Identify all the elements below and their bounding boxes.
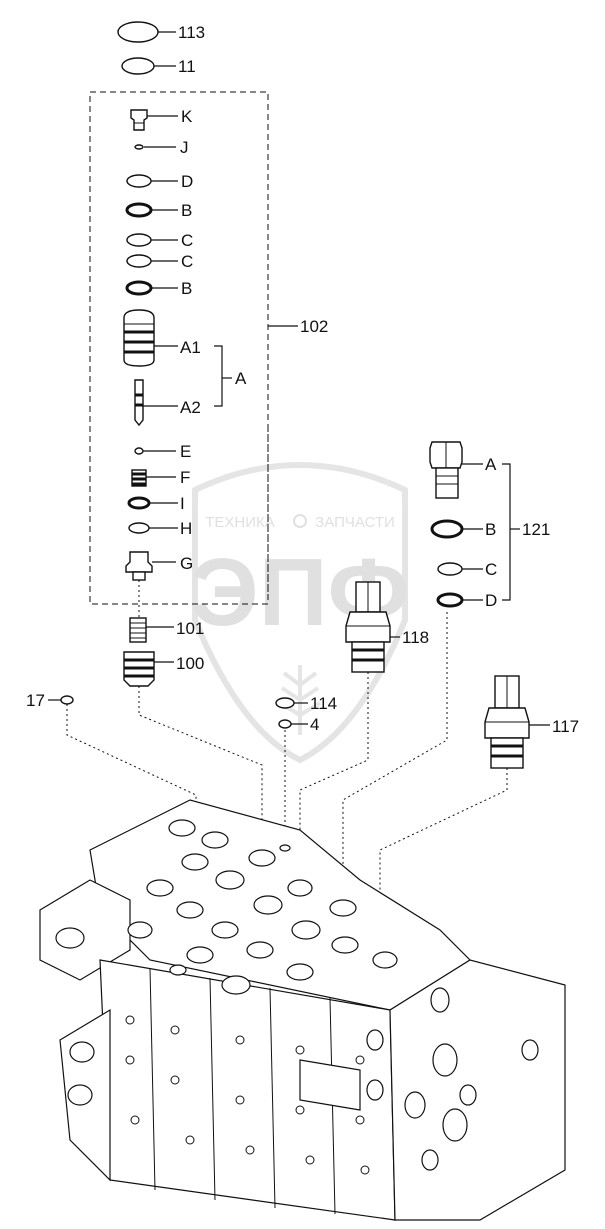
label-101: 101	[176, 619, 204, 638]
gear-icon	[293, 514, 307, 528]
label-b-lower: B	[181, 279, 192, 298]
part-a1-sleeve	[123, 309, 155, 367]
part-118-relief-valve	[345, 581, 391, 673]
label-102: 102	[300, 317, 328, 336]
oring-c-upper	[126, 233, 152, 247]
label-121: 121	[522, 520, 550, 539]
part-g-seat	[125, 551, 153, 581]
backup-ring-121-d	[436, 592, 464, 608]
part-121a-plug	[429, 441, 463, 499]
label-j: J	[180, 138, 189, 157]
bracket-121	[502, 463, 511, 601]
label-k: K	[181, 107, 193, 126]
label-g: G	[180, 554, 193, 573]
oring-121-c	[437, 562, 463, 576]
backup-ring-b-lower	[125, 280, 153, 296]
oring-d	[126, 174, 152, 188]
label-a1: A1	[180, 338, 201, 357]
oring-114	[275, 697, 295, 709]
part-j-ball	[134, 144, 144, 150]
label-113: 113	[178, 23, 205, 42]
label-100: 100	[176, 654, 204, 673]
backup-ring-121-b	[430, 519, 464, 539]
oring-c-lower	[126, 254, 152, 268]
label-4: 4	[310, 715, 319, 734]
label-c-lower: C	[181, 252, 193, 271]
oring-17	[60, 695, 74, 705]
assembly-102-boundary	[89, 91, 269, 605]
oring-113	[117, 21, 159, 43]
backup-ring-b-upper	[125, 202, 153, 218]
label-f: F	[180, 468, 190, 487]
backup-ring-i	[127, 496, 151, 510]
watermark-text-right: ЗАПЧАСТИ	[315, 514, 395, 531]
label-e: E	[180, 442, 191, 461]
oring-h	[128, 522, 150, 534]
label-d: D	[181, 172, 193, 191]
label-17: 17	[26, 691, 45, 710]
label-c-upper: C	[181, 231, 193, 250]
label-121-c: C	[485, 560, 497, 579]
wheat-icon	[278, 665, 322, 735]
bracket-a	[214, 345, 223, 407]
control-valve-body	[39, 799, 566, 1221]
part-117-relief-valve	[484, 675, 530, 769]
part-f-spring	[131, 469, 147, 487]
label-11: 11	[178, 57, 196, 76]
label-114: 114	[310, 694, 337, 713]
label-121-d: D	[485, 591, 497, 610]
part-k-plug	[130, 109, 148, 131]
part-100-plug	[123, 651, 155, 687]
part-a2-poppet	[134, 379, 144, 427]
oring-11	[121, 57, 155, 75]
label-h: H	[180, 519, 192, 538]
label-121-a: A	[485, 455, 497, 474]
label-a2: A2	[180, 398, 201, 417]
part-101-spring	[129, 617, 147, 643]
label-b-upper: B	[181, 201, 192, 220]
label-i: I	[180, 494, 185, 513]
part-e-ball	[134, 447, 144, 455]
watermark-text-left: ТЕХНИКА	[205, 514, 275, 531]
label-117: 117	[552, 717, 579, 736]
oring-4	[278, 719, 292, 729]
label-118: 118	[402, 628, 429, 647]
label-a: A	[235, 369, 247, 388]
label-121-b: B	[485, 520, 496, 539]
